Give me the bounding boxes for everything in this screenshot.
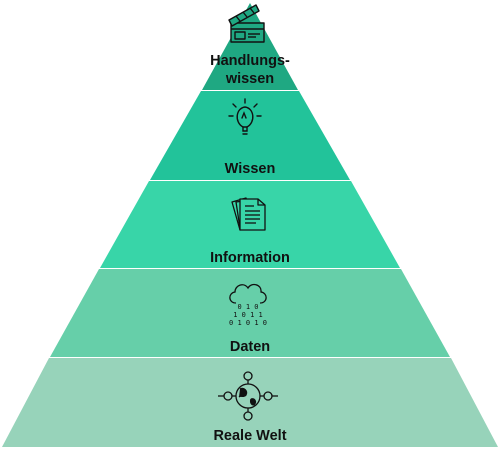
globe-network-icon: [218, 371, 278, 421]
lightbulb-icon: [228, 98, 262, 135]
level-label-reale-welt: Reale Welt: [213, 428, 287, 444]
level-label-information: Information: [210, 250, 290, 266]
svg-text:0 1 0 1 0: 0 1 0 1 0: [229, 319, 267, 327]
level-label-wissen: Wissen: [224, 161, 276, 177]
level-label-daten: Daten: [229, 339, 271, 355]
tier-daten: [50, 269, 450, 357]
cloud-data-icon: 0 1 0 1 0 1 1 0 1 0 1 0: [229, 283, 267, 327]
clapperboard-icon: [228, 4, 265, 43]
tier-wissen: [150, 91, 350, 180]
document-icon: [231, 197, 266, 231]
svg-text:1 0 1 1: 1 0 1 1: [233, 311, 263, 319]
level-label-handlungswissen: Handlungs- wissen: [210, 53, 290, 87]
tier-handlungswissen: [202, 3, 298, 90]
svg-text:0 1 0: 0 1 0: [237, 303, 258, 311]
